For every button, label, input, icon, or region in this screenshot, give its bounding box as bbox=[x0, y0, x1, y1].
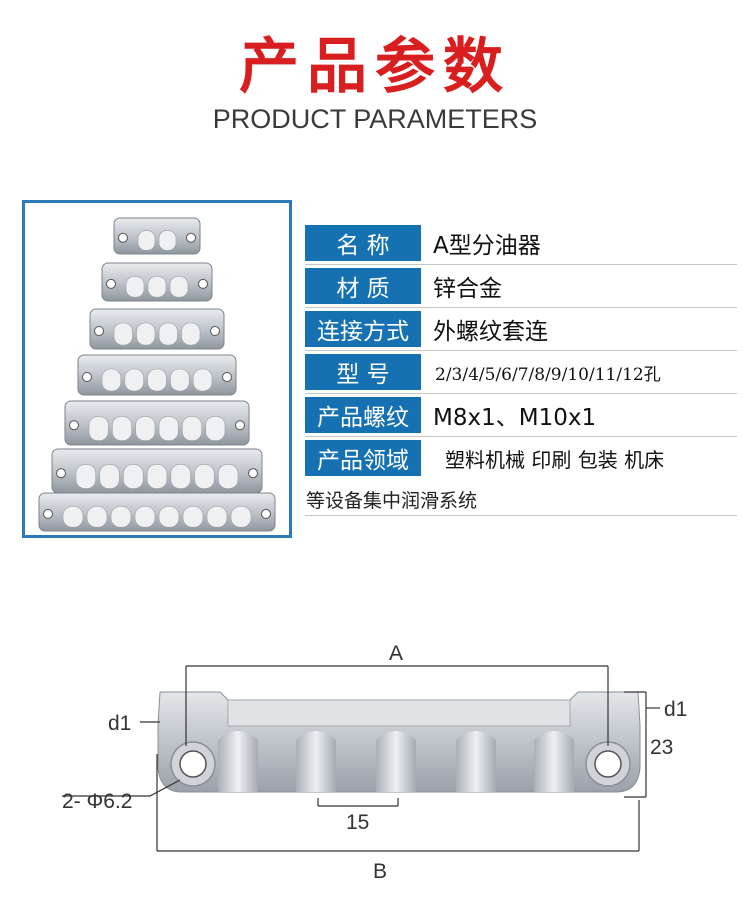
part-drawing bbox=[157, 691, 641, 793]
dimension-diagram: A B d1 d1 23 15 2- Φ6.2 bbox=[62, 642, 687, 883]
distributor-part bbox=[38, 492, 276, 532]
distributor-part bbox=[113, 217, 201, 255]
dimension-label-b: B bbox=[373, 860, 387, 883]
mounting-hole bbox=[170, 741, 216, 787]
dimension-label-height: 23 bbox=[650, 736, 673, 759]
distributor-part bbox=[51, 448, 263, 494]
spec-value-model: 2/3/4/5/6/7/8/9/10/11/12孔 bbox=[435, 364, 661, 385]
spec-row-name: 名 称 A型分油器 bbox=[305, 225, 737, 265]
spec-label-thread: 产品螺纹 bbox=[305, 397, 421, 433]
spec-label-connection: 连接方式 bbox=[305, 311, 421, 347]
divider bbox=[305, 350, 737, 351]
dimension-label-d1-right: d1 bbox=[664, 698, 687, 721]
dimension-label-pitch: 15 bbox=[346, 811, 369, 834]
spec-label-field: 产品领域 bbox=[305, 440, 421, 476]
product-photo bbox=[22, 200, 292, 538]
spec-row-model: 型 号 2/3/4/5/6/7/8/9/10/11/12孔 bbox=[305, 354, 737, 394]
page-subtitle: PRODUCT PARAMETERS bbox=[212, 104, 538, 134]
spec-label-material: 材 质 bbox=[305, 268, 421, 304]
spec-value-field: 塑料机械 印刷 包装 机床 bbox=[445, 447, 665, 472]
spec-value-field-continued: 等设备集中润滑系统 bbox=[306, 490, 478, 512]
dimension-label-a: A bbox=[389, 642, 403, 665]
spec-value-name: A型分油器 bbox=[433, 233, 541, 259]
spec-row-field: 产品领域 塑料机械 印刷 包装 机床 bbox=[305, 440, 737, 476]
spec-value-material: 锌合金 bbox=[433, 276, 502, 302]
page-title: 产品参数 bbox=[239, 32, 511, 102]
distributor-part bbox=[77, 354, 237, 396]
divider bbox=[305, 307, 737, 308]
mounting-hole bbox=[585, 741, 631, 787]
dimension-label-hole: 2- Φ6.2 bbox=[62, 790, 132, 813]
distributor-part bbox=[64, 400, 250, 446]
distributor-part bbox=[89, 308, 225, 350]
spec-label-name: 名 称 bbox=[305, 225, 421, 261]
divider bbox=[305, 393, 737, 394]
spec-row-connection: 连接方式 外螺纹套连 bbox=[305, 311, 737, 351]
oil-distributor-stack-image bbox=[38, 217, 276, 532]
divider bbox=[305, 515, 737, 516]
spec-value-connection: 外螺纹套连 bbox=[433, 319, 548, 345]
spec-row-thread: 产品螺纹 M8x1、M10x1 bbox=[305, 397, 737, 437]
dimension-label-d1-left: d1 bbox=[108, 712, 131, 735]
dimension-lines bbox=[62, 665, 660, 852]
spec-row-material: 材 质 锌合金 bbox=[305, 268, 737, 308]
divider bbox=[305, 264, 737, 265]
spec-label-model: 型 号 bbox=[305, 354, 421, 390]
spec-value-thread: M8x1、M10x1 bbox=[433, 405, 597, 431]
divider bbox=[305, 436, 737, 437]
distributor-part bbox=[101, 262, 213, 302]
